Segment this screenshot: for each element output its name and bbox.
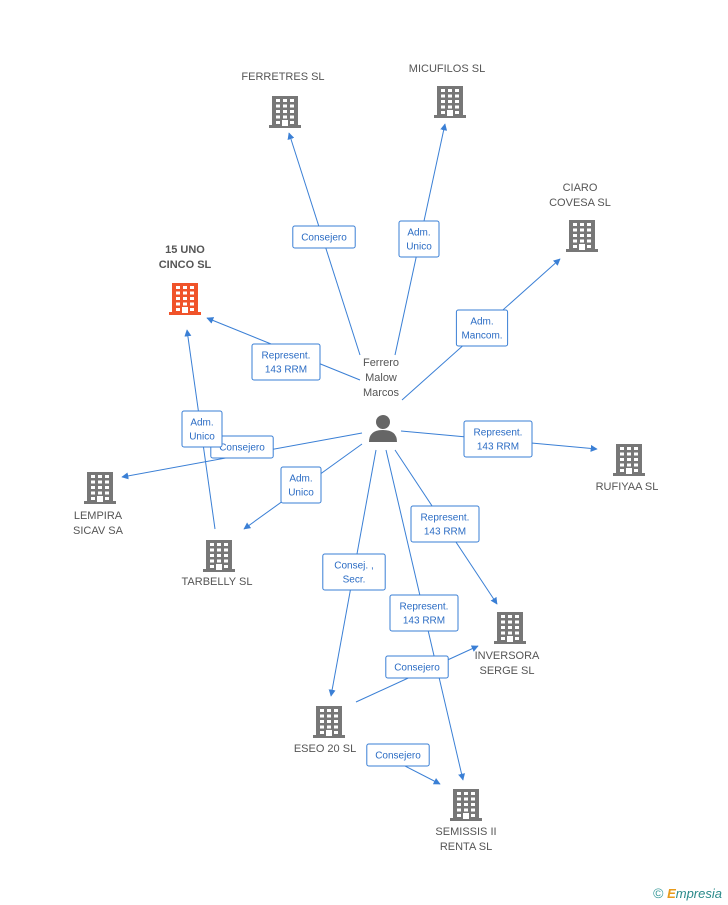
edge-label-box[interactable] xyxy=(398,220,440,258)
node-label: MICUFILOS SL xyxy=(409,63,485,75)
building-icon xyxy=(613,444,645,476)
edge-label-box[interactable] xyxy=(322,553,386,591)
edge-ferrero-ferretres: Consejero xyxy=(287,132,361,356)
node-label: Ferrero xyxy=(363,357,399,369)
edge-label-text: Consej. , xyxy=(334,561,373,572)
node-label: SERGE SL xyxy=(479,665,534,677)
node-label: SICAV SA xyxy=(73,525,124,537)
edge-label-box[interactable] xyxy=(463,420,533,458)
building-icon xyxy=(313,706,345,738)
edge-label-text: Secr. xyxy=(343,575,366,586)
edge-label-text: Consejero xyxy=(394,663,440,674)
building-icon xyxy=(566,220,598,252)
edge-ferrero-eseo: Consej. , Secr. xyxy=(322,449,386,697)
building-icon xyxy=(434,86,466,118)
edge-label-box[interactable] xyxy=(366,743,430,767)
edge-tarbelly-uno: Adm. Unico xyxy=(181,329,223,530)
node-rufiyaa[interactable]: RUFIYAA SL xyxy=(596,444,659,493)
edge-label-text: 143 RRM xyxy=(424,527,466,538)
node-label: INVERSORA xyxy=(475,650,540,662)
edge-label-box[interactable] xyxy=(410,505,480,543)
node-micufilos[interactable]: MICUFILOS SL xyxy=(409,63,485,118)
node-inversora[interactable]: INVERSORA SERGE SL xyxy=(475,612,540,677)
footer-brand[interactable]: © Empresia xyxy=(653,885,722,901)
edge-ferrero-micufilos: Adm. Unico xyxy=(394,123,448,356)
edge-label-text: Consejero xyxy=(219,443,265,454)
edge-label-box[interactable] xyxy=(455,309,509,347)
edge-label-text: Adm. xyxy=(289,474,312,485)
edge-label-text: Unico xyxy=(288,488,314,499)
edge-label-text: Mancom. xyxy=(461,331,502,342)
edge-label-text: Represent. xyxy=(421,513,470,524)
building-icon xyxy=(169,283,201,315)
node-label: Malow xyxy=(365,372,397,384)
node-lempira[interactable]: LEMPIRA SICAV SA xyxy=(73,472,124,537)
nodes-layer: FERRETRES SL MICUFILOS SL CIARO COVESA SL 15… xyxy=(73,63,658,853)
node-label: CIARO xyxy=(563,182,598,194)
node-label: RENTA SL xyxy=(440,841,492,853)
edge-label-text: Adm. xyxy=(470,317,493,328)
edge-label-text: Unico xyxy=(406,242,432,253)
brand-logo-rest: mpresia xyxy=(675,886,722,901)
edge-eseo-inversora: Consejero xyxy=(355,645,479,703)
node-label: FERRETRES SL xyxy=(241,71,324,83)
node-label: RUFIYAA SL xyxy=(596,481,659,493)
person-icon xyxy=(369,415,397,442)
node-label: COVESA SL xyxy=(549,197,611,209)
edge-ferrero-uno: Represent. 143 RRM xyxy=(206,317,361,381)
node-label: CINCO SL xyxy=(159,259,212,271)
edge-label-text: Consejero xyxy=(375,751,421,762)
edge-label-text: Adm. xyxy=(407,228,430,239)
edge-ferrero-inversora: Represent. 143 RRM xyxy=(394,449,498,605)
edge-eseo-semissis: Consejero xyxy=(366,743,441,785)
edge-label-text: Adm. xyxy=(190,418,213,429)
edge-label-box[interactable] xyxy=(292,225,356,249)
building-icon xyxy=(450,789,482,821)
edge-label-box[interactable] xyxy=(181,410,223,448)
node-ciaro[interactable]: CIARO COVESA SL xyxy=(549,182,611,252)
edge-label-box[interactable] xyxy=(280,466,322,504)
building-icon xyxy=(494,612,526,644)
node-semissis[interactable]: SEMISSIS II RENTA SL xyxy=(435,789,497,853)
edge-label-box[interactable] xyxy=(389,594,459,632)
copyright-symbol: © xyxy=(653,885,664,901)
edge-label-text: 143 RRM xyxy=(265,365,307,376)
edge-label-box[interactable] xyxy=(251,343,321,381)
edge-ferrero-rufiyaa: Represent. 143 RRM xyxy=(400,420,598,458)
node-label: ESEO 20 SL xyxy=(294,743,356,755)
brand-logo-initial: E xyxy=(667,886,676,901)
building-icon xyxy=(203,540,235,572)
building-icon xyxy=(269,96,301,128)
edge-label-text: 143 RRM xyxy=(477,442,519,453)
node-label: Marcos xyxy=(363,387,400,399)
edge-label-text: Consejero xyxy=(301,233,347,244)
node-eseo[interactable]: ESEO 20 SL xyxy=(294,706,356,755)
node-ferretres[interactable]: FERRETRES SL xyxy=(241,71,325,128)
edge-label-text: 143 RRM xyxy=(403,616,445,627)
edge-label-text: Represent. xyxy=(474,428,523,439)
edge-label-text: Unico xyxy=(189,432,215,443)
edge-label-text: Represent. xyxy=(262,351,311,362)
edge-label-box[interactable] xyxy=(385,655,449,679)
edge-label-text: Represent. xyxy=(400,602,449,613)
node-tarbelly[interactable]: TARBELLY SL xyxy=(182,540,253,588)
edge-ferrero-tarbelly: Adm. Unico xyxy=(243,443,363,530)
node-label: LEMPIRA xyxy=(74,510,123,522)
building-icon xyxy=(84,472,116,504)
edge-ferrero-ciaro: Adm. Mancom. xyxy=(401,258,561,401)
edge-ferrero-semissis: Represent. 143 RRM xyxy=(385,449,465,781)
node-label: TARBELLY SL xyxy=(182,576,253,588)
node-label: 15 UNO xyxy=(165,244,205,256)
node-uno[interactable]: 15 UNO CINCO SL xyxy=(159,244,212,315)
node-label: SEMISSIS II xyxy=(435,826,496,838)
